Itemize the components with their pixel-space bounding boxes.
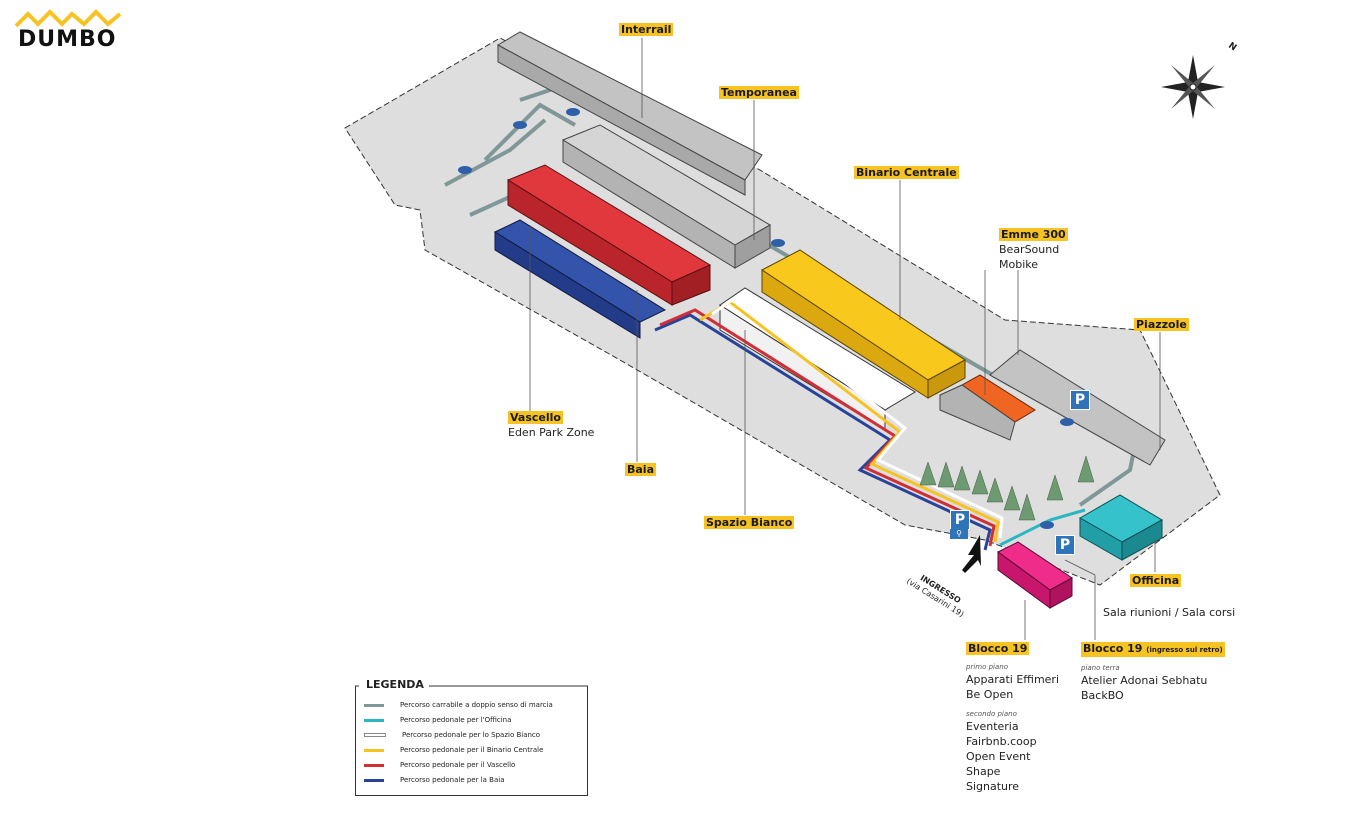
legend-item: Percorso pedonale per il Binario Central… — [364, 743, 543, 757]
label-temporanea: Temporanea — [719, 86, 799, 99]
tenant-be-open: Be Open — [966, 688, 1014, 701]
legend-swatch — [364, 703, 384, 707]
legend-item: Percorso pedonale per lo Spazio Bianco — [364, 728, 540, 742]
tenant-eden-park-zone: Eden Park Zone — [508, 426, 595, 439]
emme300-building — [939, 374, 1036, 441]
logo-crown-icon — [14, 9, 122, 28]
legend-top-border — [355, 685, 588, 687]
tenant-shape: Shape — [966, 765, 1001, 778]
tenant-bearsound: BearSound — [999, 243, 1060, 256]
label-sala: Sala riunioni / Sala corsi — [1103, 606, 1236, 619]
label-emme300: Emme 300 BearSound Mobike — [999, 228, 1068, 271]
pedestrian-paths — [654, 296, 1086, 551]
baia-building — [493, 219, 667, 339]
legend-swatch — [364, 718, 384, 722]
tenant-atelier-adonai: Atelier Adonai Sebhatu — [1081, 674, 1208, 687]
label-spazio-bianco: Spazio Bianco — [704, 516, 795, 529]
label-baia: Baia — [625, 463, 657, 476]
legend-swatch — [364, 748, 384, 752]
parking-sign: P — [1070, 390, 1090, 410]
legend-item: Percorso pedonale per la Baia — [364, 773, 504, 787]
legend-title: LEGENDA — [362, 678, 428, 691]
parking-sign: P — [1055, 535, 1075, 555]
legend-swatch — [364, 763, 384, 767]
entrance-arrow-icon — [962, 535, 981, 573]
interrail-building — [496, 31, 763, 196]
label-officina: Officina — [1130, 574, 1182, 587]
officina-building — [1078, 494, 1164, 561]
legend-swatch — [364, 733, 386, 737]
legend: LEGENDA Percorso carrabile a doppio sens… — [355, 678, 588, 796]
label-vascello: Vascello Eden Park Zone — [508, 411, 595, 439]
leader-lines — [529, 38, 1161, 640]
dumbo-logo: DUMBO — [14, 8, 124, 58]
trees — [919, 455, 1095, 521]
legend-swatch — [364, 778, 384, 782]
legend-item: Percorso pedonale per l'Officina — [364, 713, 511, 727]
compass-rose-icon — [1161, 55, 1225, 119]
tenant-mobike: Mobike — [999, 258, 1039, 271]
binario-centrale-building — [761, 249, 966, 399]
tenant-open-event: Open Event — [966, 750, 1031, 763]
label-binario-centrale: Binario Centrale — [854, 166, 959, 179]
label-blocco19-retro: Blocco 19 (ingresso sul retro) piano ter… — [1081, 642, 1225, 702]
logo-text: DUMBO — [18, 27, 117, 52]
legend-item: Percorso pedonale per il Vascello — [364, 758, 515, 772]
legend-item: Percorso carrabile a doppio senso di mar… — [364, 698, 553, 712]
tenant-fairbnb: Fairbnb.coop — [966, 735, 1037, 748]
cars — [458, 108, 1074, 529]
tenant-eventeria: Eventeria — [966, 720, 1019, 733]
tenant-backbo: BackBO — [1081, 689, 1124, 702]
vascello-building — [506, 164, 712, 306]
tenant-apparati-effimeri: Apparati Effimeri — [966, 673, 1060, 686]
bicycle-icon: ⚲ — [950, 529, 968, 539]
label-interrail: Interrail — [619, 23, 674, 36]
parking-sign: P — [950, 510, 970, 530]
label-piazzole: Piazzole — [1134, 318, 1189, 331]
label-blocco19: Blocco 19 primo piano Apparati Effimeri … — [966, 642, 1060, 793]
tenant-signature: Signature — [966, 780, 1020, 793]
temporanea-building — [561, 124, 771, 269]
blocco19-building — [997, 541, 1073, 609]
